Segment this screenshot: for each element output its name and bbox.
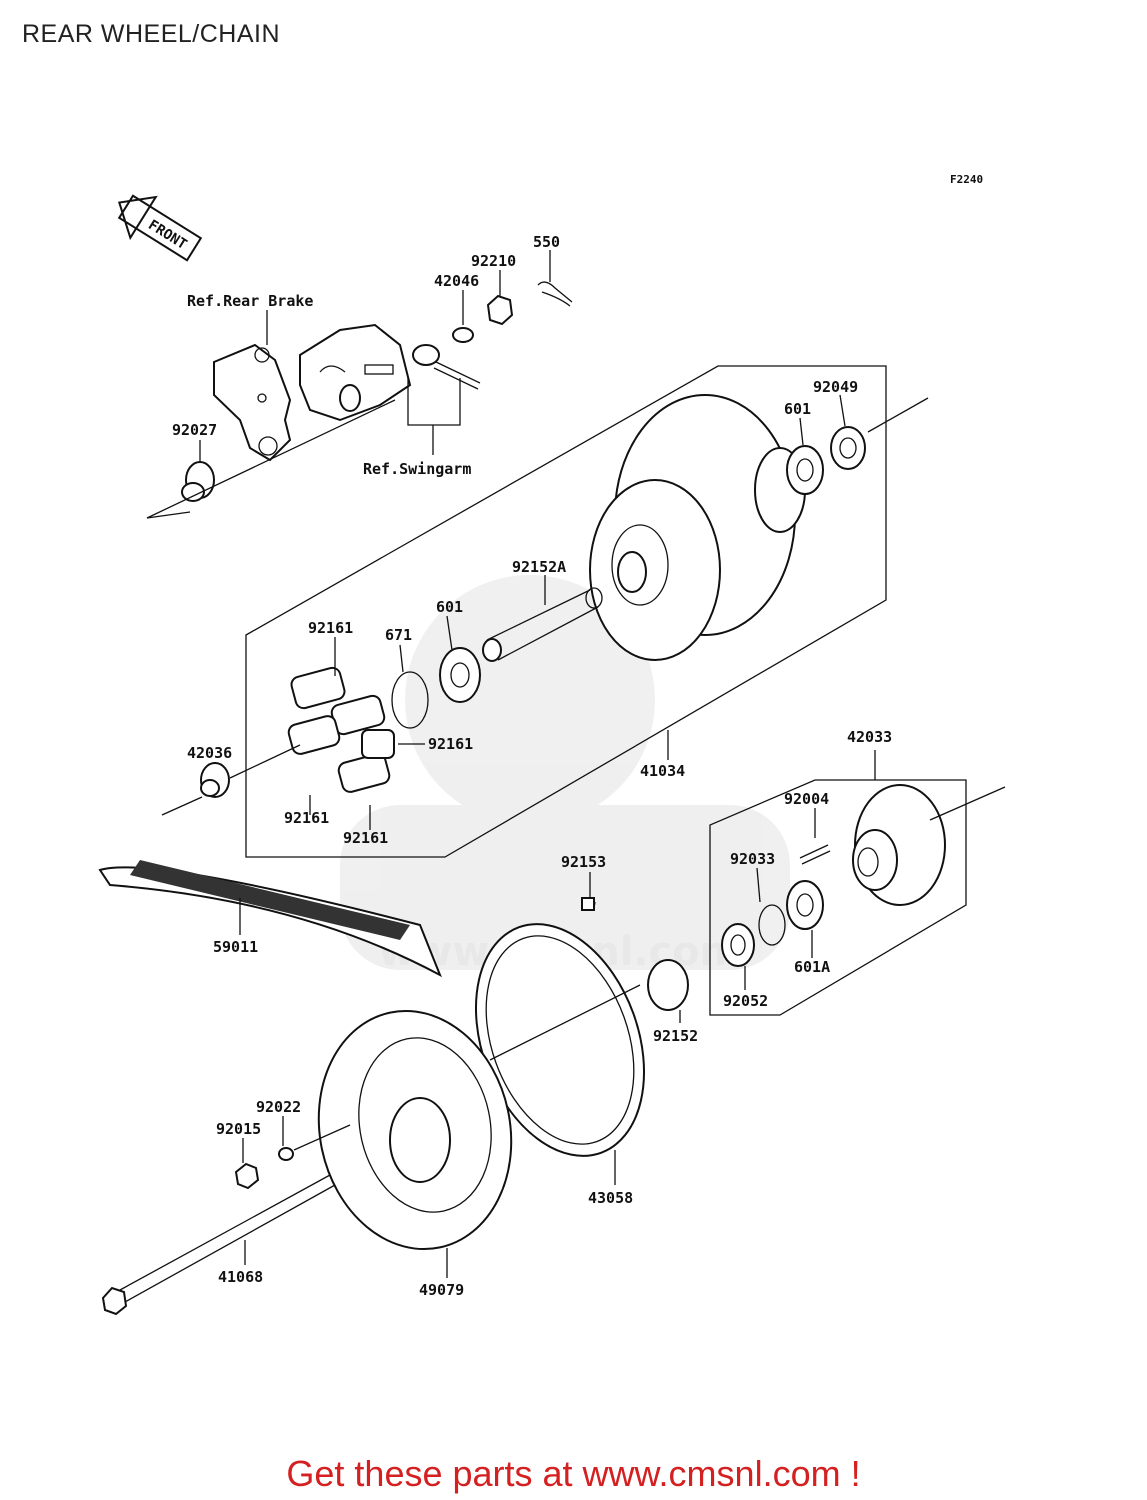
part-label-49079[interactable]: 49079 bbox=[419, 1281, 464, 1299]
watermark-logo: www.cmsnl.com bbox=[340, 575, 790, 975]
figure-code: F2240 bbox=[950, 173, 983, 186]
wheel-49079 bbox=[317, 1009, 513, 1251]
ref-rear-brake-label: Ref.Rear Brake bbox=[187, 292, 313, 310]
axle-41068 bbox=[101, 1174, 336, 1316]
collar-92152 bbox=[647, 959, 689, 1011]
hub-assembly-frame bbox=[245, 365, 887, 858]
seal-92052 bbox=[721, 923, 755, 967]
part-label-92161-bottom-left[interactable]: 92161 bbox=[284, 809, 329, 827]
part-label-92022[interactable]: 92022 bbox=[256, 1098, 301, 1116]
front-arrow-icon: FRONT bbox=[117, 194, 203, 262]
bolt-92153 bbox=[581, 897, 595, 911]
nut-92210 bbox=[486, 294, 514, 326]
o-ring-671 bbox=[391, 671, 429, 729]
part-label-41068[interactable]: 41068 bbox=[218, 1268, 263, 1286]
stud-92004 bbox=[799, 844, 831, 865]
part-label-601A[interactable]: 601A bbox=[794, 958, 830, 976]
part-label-601-left[interactable]: 601 bbox=[436, 598, 463, 616]
part-label-92049[interactable]: 92049 bbox=[813, 378, 858, 396]
part-label-92210[interactable]: 92210 bbox=[471, 252, 516, 270]
washer-92022 bbox=[278, 1147, 294, 1161]
adjuster-bolt bbox=[412, 344, 481, 390]
spacer-92152A bbox=[482, 587, 603, 662]
part-label-92015[interactable]: 92015 bbox=[216, 1120, 261, 1138]
part-label-92052[interactable]: 92052 bbox=[723, 992, 768, 1010]
seal-92049 bbox=[830, 426, 866, 470]
collar-92027 bbox=[181, 461, 215, 502]
drive-belt-59011 bbox=[98, 860, 442, 978]
part-label-92152[interactable]: 92152 bbox=[653, 1027, 698, 1045]
part-label-92161-top[interactable]: 92161 bbox=[308, 619, 353, 637]
nut-92015 bbox=[234, 1162, 260, 1190]
part-label-550[interactable]: 550 bbox=[533, 233, 560, 251]
part-label-42046[interactable]: 42046 bbox=[434, 272, 479, 290]
sprocket-hub-42033 bbox=[852, 784, 946, 906]
ref-swingarm-label: Ref.Swingarm bbox=[363, 460, 471, 478]
sprocket-hub-frame bbox=[709, 779, 967, 1016]
part-label-671[interactable]: 671 bbox=[385, 626, 412, 644]
part-label-42033[interactable]: 42033 bbox=[847, 728, 892, 746]
washer-42046 bbox=[452, 327, 474, 343]
caliper-bracket bbox=[213, 343, 292, 462]
footer-link[interactable]: Get these parts at www.cmsnl.com ! bbox=[286, 1453, 861, 1494]
part-label-43058[interactable]: 43058 bbox=[588, 1189, 633, 1207]
part-label-92033[interactable]: 92033 bbox=[730, 850, 775, 868]
circlip-92033 bbox=[758, 904, 786, 946]
part-label-92153[interactable]: 92153 bbox=[561, 853, 606, 871]
part-label-41034[interactable]: 41034 bbox=[640, 762, 685, 780]
part-label-92161-bottom[interactable]: 92161 bbox=[343, 829, 388, 847]
part-label-92161-right[interactable]: 92161 bbox=[428, 735, 473, 753]
part-label-601-right[interactable]: 601 bbox=[784, 400, 811, 418]
brake-torque-plate bbox=[299, 323, 412, 422]
pulley-43058 bbox=[474, 923, 646, 1157]
part-label-42036[interactable]: 42036 bbox=[187, 744, 232, 762]
bearing-601-left bbox=[439, 647, 481, 703]
part-label-92004[interactable]: 92004 bbox=[784, 790, 829, 808]
collar-42036 bbox=[200, 762, 230, 798]
wheel-hub-41034 bbox=[589, 394, 806, 661]
part-label-92152A[interactable]: 92152A bbox=[512, 558, 566, 576]
bearing-601A bbox=[786, 880, 824, 930]
bearing-601-right bbox=[786, 445, 824, 495]
hub-damper-92161 bbox=[287, 666, 395, 793]
cotter-pin-550 bbox=[537, 281, 573, 307]
part-label-59011[interactable]: 59011 bbox=[213, 938, 258, 956]
part-label-92027[interactable]: 92027 bbox=[172, 421, 217, 439]
page-title: REAR WHEEL/CHAIN bbox=[22, 20, 281, 48]
